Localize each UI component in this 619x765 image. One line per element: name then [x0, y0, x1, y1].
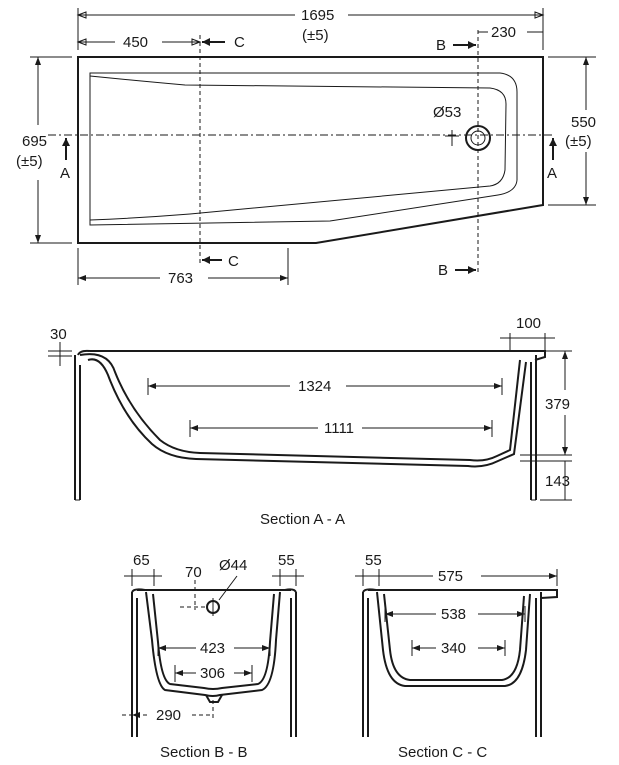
plan-right-offset: 230 — [491, 24, 516, 41]
plan-left-width: 695 — [22, 133, 47, 150]
plan-taper-top — [89, 75, 507, 221]
section-c-shell-inner — [383, 593, 525, 681]
section-b-overflow-offset: 70 — [185, 564, 202, 581]
plan-outline — [77, 56, 544, 244]
plan-basin — [89, 72, 518, 226]
section-c-rim-left: 55 — [365, 552, 382, 569]
section-a-rim: 30 — [50, 326, 67, 343]
plan-view: Ø53 1695 (±5) 230 450 C B — [16, 7, 596, 287]
section-c-caption: Section C - C — [398, 744, 487, 761]
section-b-shell-outer — [145, 591, 281, 697]
section-a-ledge: 100 — [516, 315, 541, 332]
plan-left-tol: (±5) — [16, 153, 43, 170]
plan-b-top-label: B — [436, 37, 446, 54]
section-c-inner-top: 538 — [441, 606, 466, 623]
section-b-rim-right: 55 — [278, 552, 295, 569]
section-b-inner-bottom: 306 — [200, 665, 225, 682]
section-a-inner-top: 1324 — [298, 378, 331, 395]
section-a-caption: Section A - A — [260, 511, 345, 528]
section-b-shell-inner — [152, 593, 275, 690]
plan-a-left-label: A — [60, 165, 70, 182]
section-b-inner-top: 423 — [200, 640, 225, 657]
plan-waste-dia: Ø53 — [433, 104, 461, 121]
section-c-outer: 575 — [438, 568, 463, 585]
section-a-depth: 379 — [545, 396, 570, 413]
section-c-shell-outer — [376, 591, 531, 687]
plan-overall-tol: (±5) — [302, 27, 329, 44]
section-a-shell-inner — [87, 358, 527, 468]
section-a-base: 143 — [545, 473, 570, 490]
plan-right-tol: (±5) — [565, 133, 592, 150]
plan-right-width: 550 — [571, 114, 596, 131]
plan-bottom-length: 763 — [168, 270, 193, 287]
section-c-view: 55 575 538 340 Section C - C — [355, 552, 558, 761]
section-b-rim-left: 65 — [133, 552, 150, 569]
section-b-view: 65 70 Ø44 55 423 306 290 — [122, 552, 304, 761]
section-a-inner-bottom: 1111 — [324, 420, 354, 437]
section-c-inner-bottom: 340 — [441, 640, 466, 657]
plan-b-bottom-label: B — [438, 262, 448, 279]
section-b-caption: Section B - B — [160, 744, 248, 761]
plan-c-top-label: C — [234, 34, 245, 51]
section-b-waste-offset: 290 — [156, 707, 181, 724]
plan-left-to-c: 450 — [123, 34, 148, 51]
plan-a-right-label: A — [547, 165, 557, 182]
section-b-overflow-dia: Ø44 — [219, 557, 247, 574]
section-a-shell-outer — [79, 353, 521, 462]
plan-c-bottom-label: C — [228, 253, 239, 270]
plan-overall-length: 1695 — [301, 7, 334, 24]
section-a-view: 30 100 1324 1111 379 — [48, 315, 572, 528]
